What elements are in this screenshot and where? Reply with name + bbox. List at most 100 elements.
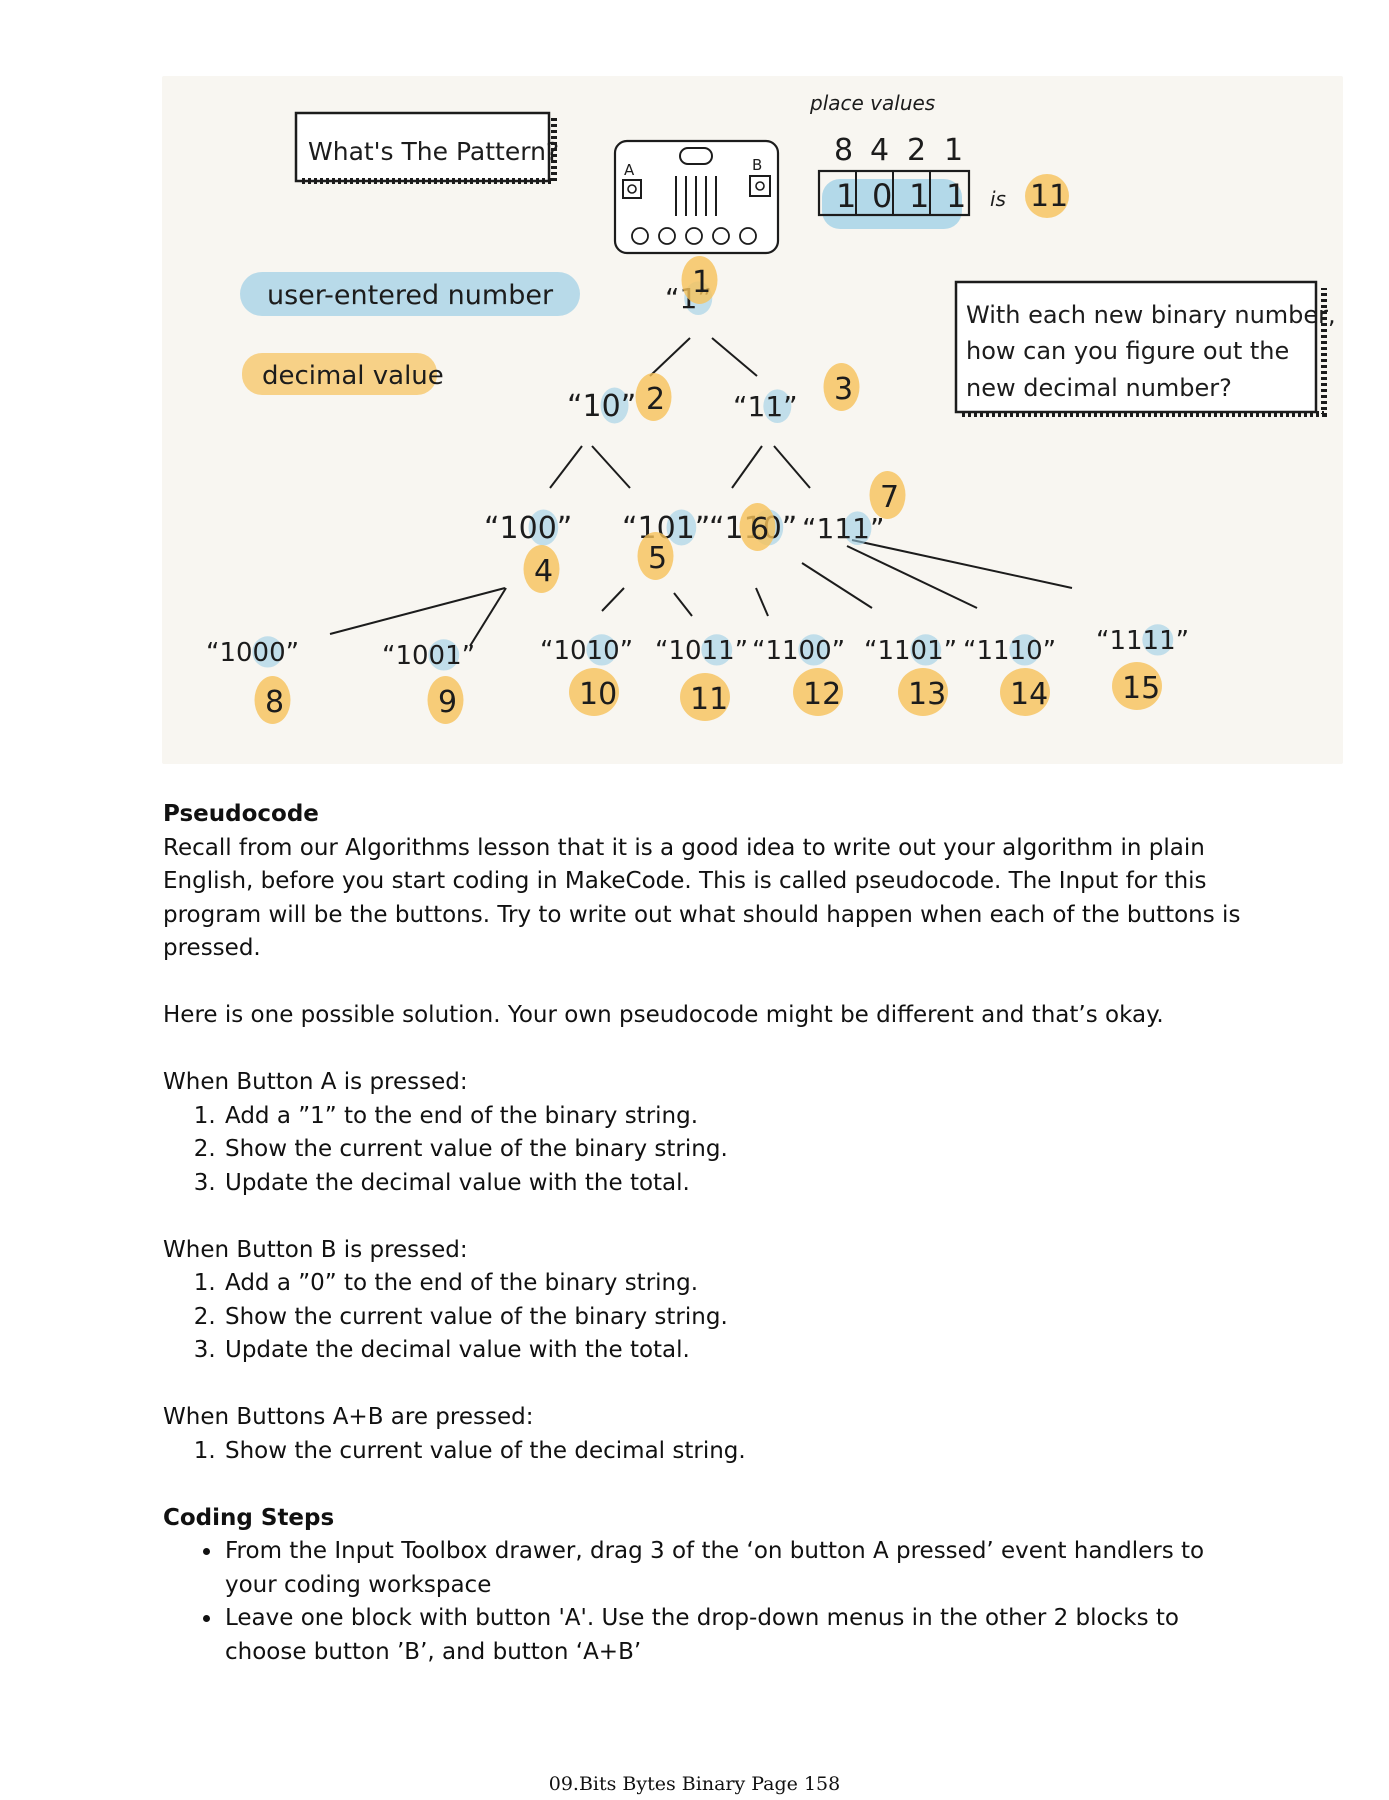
binary-digit: 1: [836, 177, 856, 215]
list-item: Update the decimal value with the total.: [223, 1334, 1243, 1368]
button-ab-steps: Show the current value of the decimal st…: [163, 1435, 1243, 1469]
tree-binary-label: “1110”: [963, 636, 1056, 666]
binary-pattern-illustration: What's The Pattern? A B place value: [162, 76, 1343, 764]
tree-binary-label: “11”: [733, 390, 798, 423]
tree-binary-label: “1101”: [864, 636, 957, 666]
binary-highlight: [763, 389, 792, 424]
binary-highlight: [666, 509, 697, 546]
tree-decimal-label: 9: [438, 685, 457, 720]
question-line-2: how can you figure out the: [966, 337, 1289, 365]
tree-decimal-label: 4: [534, 554, 553, 589]
list-item: Show the current value of the binary str…: [223, 1301, 1243, 1335]
tree-decimal-label: 2: [646, 382, 665, 417]
tree-connectors: [329, 337, 1073, 647]
tree-decimal-label: 10: [579, 677, 617, 712]
microbit-a-label: A: [624, 161, 635, 179]
legend-user-entered: user-entered number: [267, 280, 554, 311]
is-word: is: [990, 187, 1006, 211]
tree-binary-label: “100”: [484, 511, 572, 546]
decimal-highlight: [898, 668, 948, 716]
tree-binary-label: “1001”: [382, 641, 475, 671]
binary-highlight: [252, 636, 284, 668]
page-footer: 09.Bits Bytes Binary Page 158: [548, 1773, 841, 1795]
tree-binary-label: “10”: [567, 389, 636, 424]
tree-decimal-label: 5: [648, 541, 667, 576]
binary-highlight: [600, 387, 629, 424]
decimal-highlight: [869, 471, 906, 519]
pattern-box-label: What's The Pattern?: [308, 137, 559, 166]
binary-highlight: [428, 639, 460, 671]
question-box: With each new binary number, how can you…: [954, 280, 1336, 417]
tree-binary-label: “1100”: [752, 636, 845, 666]
tree-decimal-label: 6: [750, 512, 769, 547]
list-item: Update the decimal value with the total.: [223, 1167, 1243, 1201]
decimal-highlight: [569, 668, 619, 716]
decimal-highlight: [1000, 668, 1050, 716]
binary-highlight: [1009, 634, 1041, 666]
binary-highlight: [528, 509, 559, 546]
binary-tree: “1”1“10”2“11”3“100”4“101”5“110”6“111”7“1…: [206, 256, 1189, 724]
list-item: Show the current value of the decimal st…: [223, 1435, 1243, 1469]
decimal-highlight: [739, 503, 776, 551]
binary-digit: 1: [909, 177, 929, 215]
legend-decimal: decimal value: [262, 361, 444, 391]
tree-decimal-label: 8: [265, 685, 284, 720]
button-b-title: When Button B is pressed:: [163, 1236, 468, 1263]
solution-note: Here is one possible solution. Your own …: [163, 1002, 1164, 1028]
decimal-highlight: [635, 373, 672, 421]
place-value-digit: 4: [870, 133, 889, 168]
tree-binary-label: “1111”: [1096, 626, 1189, 656]
decimal-highlight: [637, 532, 674, 580]
tree-decimal-label: 1: [692, 265, 711, 300]
decimal-highlight: [823, 363, 860, 411]
decimal-highlight: [1112, 662, 1162, 710]
tree-decimal-label: 15: [1122, 671, 1160, 706]
binary-highlight: [843, 511, 872, 545]
microbit-b-label: B: [752, 156, 762, 174]
decimal-highlight: [680, 673, 730, 721]
tree-binary-label: “111”: [802, 512, 884, 545]
decimal-highlight: [523, 545, 560, 593]
tree-decimal-label: 13: [908, 677, 946, 712]
button-a-title: When Button A is pressed:: [163, 1069, 468, 1095]
list-item: From the Input Toolbox drawer, drag 3 of…: [223, 1535, 1243, 1602]
coding-steps-list: From the Input Toolbox drawer, drag 3 of…: [163, 1535, 1243, 1669]
binary-highlight: [586, 634, 618, 666]
binary-highlight: [701, 634, 733, 666]
decimal-highlight: [793, 668, 843, 716]
decimal-highlight: [681, 256, 718, 304]
question-line-1: With each new binary number,: [966, 301, 1336, 329]
decimal-highlight: [427, 676, 464, 724]
button-ab-title: When Buttons A+B are pressed:: [163, 1404, 534, 1430]
microbit-drawing: A B: [613, 139, 780, 255]
tree-binary-label: “1000”: [206, 638, 299, 668]
pseudocode-heading: Pseudocode: [163, 801, 319, 827]
page-content: Pseudocode Recall from our Algorithms le…: [163, 798, 1243, 1669]
tree-decimal-label: 7: [880, 480, 899, 515]
binary-highlight: [910, 634, 942, 666]
list-item: Show the current value of the binary str…: [223, 1133, 1243, 1167]
is-value: 11: [1030, 179, 1068, 214]
pattern-box: What's The Pattern?: [294, 111, 559, 184]
list-item: Add a ”0” to the end of the binary strin…: [223, 1267, 1243, 1301]
illustration-canvas: What's The Pattern? A B place value: [206, 91, 1336, 724]
tree-decimal-label: 3: [834, 372, 853, 407]
list-item: Add a ”1” to the end of the binary strin…: [223, 1100, 1243, 1134]
place-values-label: place values: [809, 91, 935, 115]
tree-decimal-label: 12: [803, 677, 841, 712]
place-value-digit: 1: [944, 133, 963, 168]
tree-binary-label: “1011”: [655, 636, 748, 666]
binary-digit: 1: [946, 177, 966, 215]
tree-binary-label: “1010”: [540, 636, 633, 666]
decimal-highlight: [254, 676, 291, 724]
binary-highlight: [1142, 624, 1174, 656]
coding-steps-heading: Coding Steps: [163, 1504, 335, 1531]
binary-digit: 0: [872, 177, 892, 215]
list-item: Leave one block with button 'A'. Use the…: [223, 1602, 1243, 1669]
place-value-digit: 2: [907, 133, 926, 168]
legend: user-entered number decimal value: [240, 272, 580, 395]
tree-decimal-label: 11: [690, 682, 728, 717]
button-a-steps: Add a ”1” to the end of the binary strin…: [163, 1100, 1243, 1201]
place-value-digit: 8: [834, 133, 853, 168]
